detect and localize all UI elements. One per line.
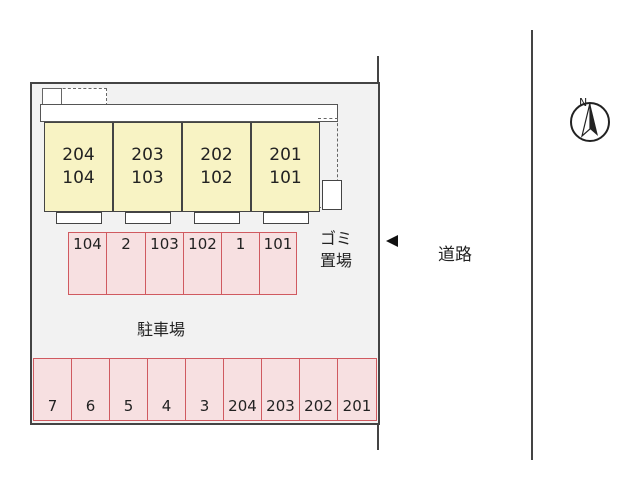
unit-block-1: 204 104 xyxy=(44,122,113,212)
balcony xyxy=(125,212,171,224)
parking-space-label: 203 xyxy=(266,397,295,415)
unit-block-2: 203 103 xyxy=(113,122,182,212)
balcony xyxy=(56,212,102,224)
parking-space: 202 xyxy=(299,358,338,421)
parking-space-label: 101 xyxy=(263,235,293,253)
parking-space: 2 xyxy=(106,232,146,295)
unit-number-upper: 202 xyxy=(200,145,233,165)
trash-label-line: ゴミ xyxy=(319,229,352,248)
parking-space: 204 xyxy=(223,358,262,421)
trash-area-label: ゴミ 置場 xyxy=(316,228,356,272)
unit-block-3: 202 102 xyxy=(182,122,251,212)
parking-space: 5 xyxy=(109,358,148,421)
unit-number-lower: 103 xyxy=(131,168,164,188)
north-label: N xyxy=(579,96,587,109)
balcony xyxy=(263,212,309,224)
parking-space-label: 201 xyxy=(342,397,372,415)
road-edge-line-right xyxy=(531,30,533,460)
parking-space-label: 102 xyxy=(188,235,217,253)
unit-block-4: 201 101 xyxy=(251,122,320,212)
parking-space-label: 1 xyxy=(235,235,246,253)
trash-label-line: 置場 xyxy=(319,251,352,270)
road-label: 道路 xyxy=(438,245,472,265)
parking-space: 102 xyxy=(183,232,222,295)
north-compass-icon: N xyxy=(570,96,610,142)
parking-space-label: 3 xyxy=(199,397,210,415)
parking-space: 3 xyxy=(185,358,224,421)
unit-number-lower: 102 xyxy=(200,168,233,188)
parking-space: 7 xyxy=(33,358,72,421)
parking-space-label: 7 xyxy=(47,397,58,415)
parking-space: 101 xyxy=(259,232,297,295)
unit-number-lower: 104 xyxy=(62,168,95,188)
parking-space-label: 202 xyxy=(304,397,333,415)
parking-space: 6 xyxy=(71,358,110,421)
parking-space: 1 xyxy=(221,232,260,295)
parking-space-label: 104 xyxy=(73,235,102,253)
parking-space-label: 6 xyxy=(85,397,96,415)
parking-space-label: 2 xyxy=(121,235,131,253)
parking-space: 4 xyxy=(147,358,186,421)
unit-number-upper: 203 xyxy=(131,145,164,165)
parking-space-label: 103 xyxy=(150,235,179,253)
parking-space-label: 5 xyxy=(123,397,134,415)
parking-label: 駐車場 xyxy=(137,320,186,339)
parking-space: 203 xyxy=(261,358,300,421)
parking-space: 104 xyxy=(68,232,107,295)
entrance-arrow-icon xyxy=(386,235,398,247)
parking-space-label: 4 xyxy=(161,397,172,415)
unit-number-upper: 204 xyxy=(62,145,95,165)
corridor xyxy=(40,104,338,122)
parking-space: 201 xyxy=(337,358,377,421)
parking-space-label: 204 xyxy=(228,397,257,415)
unit-number-lower: 101 xyxy=(269,168,302,188)
unit-number-upper: 201 xyxy=(269,145,302,165)
balcony xyxy=(194,212,240,224)
trash-area-box xyxy=(322,180,342,210)
parking-space: 103 xyxy=(145,232,184,295)
